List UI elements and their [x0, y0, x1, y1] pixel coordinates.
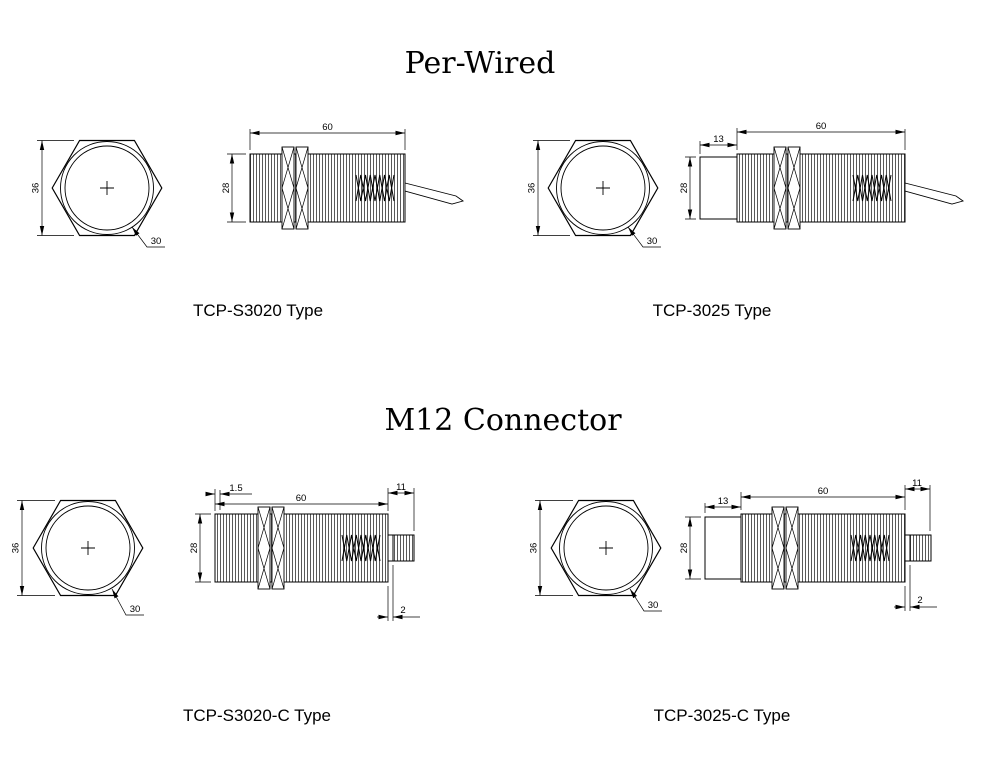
- model-label: TCP-S3020 Type: [193, 301, 323, 320]
- threaded-body: [740, 513, 906, 583]
- mounting-nuts: [771, 506, 799, 590]
- m12-connector-stub: [904, 534, 932, 562]
- leader-thread-size: 30: [111, 588, 144, 616]
- mounting-nuts: [281, 146, 309, 230]
- dimension-sleeve-length: 13: [704, 492, 742, 513]
- dimension-diameter: 28: [679, 516, 701, 580]
- center-cross-icon: [100, 181, 114, 195]
- dimension-diameter: 28: [189, 513, 211, 583]
- dim-label-thread-size: 30: [130, 604, 141, 615]
- threaded-body: [736, 153, 906, 223]
- dimension-shoulder: 2: [894, 565, 937, 611]
- front-view: 36 30: [529, 499, 662, 612]
- coil-spring: [341, 534, 381, 562]
- dimension-diameter: 28: [679, 156, 696, 220]
- front-view: 36 30: [527, 139, 661, 248]
- coil-spring: [852, 174, 892, 202]
- hex-nut-outline: [547, 139, 659, 237]
- dimension-connector-length: 11: [388, 482, 415, 531]
- cable: [404, 182, 465, 205]
- outer-circle: [559, 501, 653, 595]
- dim-label-sleeve-length: 13: [713, 134, 724, 145]
- dim-label-connector-length: 11: [912, 478, 922, 489]
- dimension-body-length: 60: [741, 485, 906, 510]
- dimension-hex-width: 36: [527, 140, 570, 236]
- cable: [904, 182, 965, 205]
- hex-nut-outline: [32, 499, 144, 597]
- dimension-shoulder: 2: [377, 565, 420, 621]
- outer-circle: [60, 141, 154, 235]
- diagram-tcp-s3020-c: 36 30: [11, 482, 420, 725]
- dimension-diameter: 28: [221, 153, 246, 223]
- dimension-connector-length: 11: [905, 478, 931, 531]
- side-view: 13 60 11 28 2: [679, 478, 937, 611]
- dimension-hex-width: 36: [11, 500, 55, 596]
- thread-circle: [45, 505, 131, 591]
- m12-connector-stub: [387, 534, 415, 562]
- dim-label-thread-size: 30: [648, 600, 659, 611]
- section-title-prewired: Per-Wired: [405, 46, 556, 81]
- dim-label-hex-width: 36: [527, 183, 538, 194]
- diagram-tcp-s3020: 36 30 60: [31, 122, 465, 320]
- dim-label-body-length: 60: [816, 121, 827, 132]
- dimension-hex-width: 36: [529, 500, 573, 596]
- thread-circle: [563, 505, 649, 591]
- dim-label-body-length: 60: [296, 493, 307, 504]
- front-view: 36 30: [31, 139, 165, 248]
- dimension-sleeve-length: 13: [699, 128, 738, 154]
- hex-nut-outline: [51, 139, 163, 237]
- dim-label-diameter: 28: [679, 183, 690, 194]
- coil-spring: [850, 534, 890, 562]
- dim-label-shoulder: 2: [400, 605, 405, 616]
- front-view: 36 30: [11, 499, 144, 616]
- model-label: TCP-S3020-C Type: [183, 706, 331, 725]
- leader-thread-size: 30: [627, 226, 661, 248]
- dimension-hex-width: 36: [31, 140, 74, 236]
- threaded-body: [249, 153, 406, 223]
- dim-label-diameter: 28: [189, 543, 200, 554]
- front-sleeve: [704, 516, 742, 580]
- front-sleeve: [699, 156, 738, 220]
- dimension-body-length: 60: [249, 122, 406, 150]
- dimension-body-length: 60: [737, 121, 906, 150]
- coil-spring: [355, 174, 395, 202]
- dim-label-shoulder: 2: [917, 595, 922, 606]
- thread-circle: [560, 145, 646, 231]
- mounting-nuts: [257, 506, 285, 590]
- dimension-lip: 1.5: [205, 483, 252, 511]
- side-view: 13 60 28: [679, 121, 965, 230]
- outer-circle: [556, 141, 650, 235]
- dim-label-body-length: 60: [818, 486, 829, 497]
- dim-label-sleeve-length: 13: [718, 496, 729, 507]
- center-cross-icon: [596, 181, 610, 195]
- thread-circle: [64, 145, 150, 231]
- side-view: 1.5 60 11 28 2: [189, 482, 420, 621]
- section-title-m12: M12 Connector: [384, 403, 622, 438]
- leader-thread-size: 30: [629, 588, 662, 612]
- threaded-body: [214, 513, 389, 583]
- mounting-nuts: [773, 146, 801, 230]
- outer-circle: [41, 501, 135, 595]
- dim-label-hex-width: 36: [31, 183, 42, 194]
- leader-thread-size: 30: [131, 226, 165, 248]
- dim-label-lip: 1.5: [229, 483, 242, 494]
- dim-label-hex-width: 36: [11, 543, 22, 554]
- dim-label-diameter: 28: [679, 543, 690, 554]
- center-cross-icon: [599, 541, 613, 555]
- model-label: TCP-3025-C Type: [654, 706, 791, 725]
- dim-label-thread-size: 30: [151, 236, 162, 247]
- side-view: 60 28: [221, 122, 465, 230]
- diagram-tcp-3025-c: 36 30: [529, 478, 937, 725]
- dim-label-connector-length: 11: [396, 482, 406, 493]
- dim-label-hex-width: 36: [529, 543, 540, 554]
- dim-label-diameter: 28: [221, 183, 232, 194]
- dim-label-body-length: 60: [322, 122, 333, 133]
- dim-label-thread-size: 30: [647, 236, 658, 247]
- center-cross-icon: [81, 541, 95, 555]
- model-label: TCP-3025 Type: [653, 301, 772, 320]
- diagram-tcp-3025: 36 30 13: [527, 121, 965, 320]
- hex-nut-outline: [550, 499, 662, 597]
